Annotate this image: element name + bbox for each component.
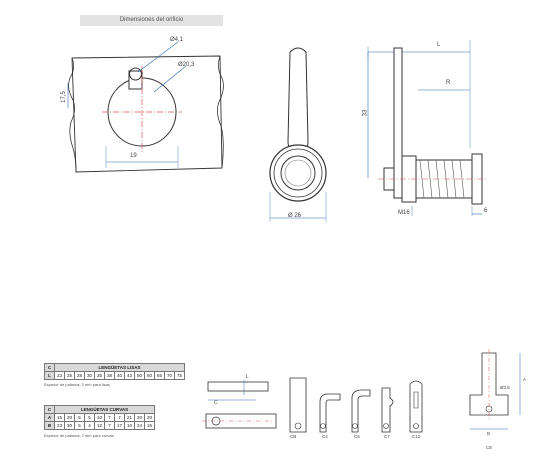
diameter-label: Ø 26 <box>288 213 302 219</box>
straight-lever-table: C LENGÜETAS LISAS L 23 25 28 30 35 38 40… <box>44 363 185 380</box>
curved-lever-table: C LENGÜETAS CURVAS A 15 20 5 5 10 7 7 21… <box>44 405 155 430</box>
curved-note: Espesor de palanca: 2 mm para curvas <box>44 433 114 438</box>
table-title: LENGÜETAS CURVAS <box>54 405 155 414</box>
table-row: B 23 30 5 4 12 7 17 10 24 16 <box>44 421 155 430</box>
cutout-drawing <box>67 41 224 173</box>
assembly-small <box>202 380 277 429</box>
table-code: C <box>44 363 55 372</box>
variant-c12 <box>409 380 423 433</box>
variant-cb <box>289 377 307 433</box>
lever-variants <box>289 377 423 433</box>
cylinder-outer <box>269 144 327 202</box>
hole-label: Ø3,5 <box>500 385 510 390</box>
variant-label: C7 <box>384 434 390 439</box>
lever-straight <box>207 381 269 392</box>
variant-c4 <box>319 393 341 433</box>
front-view <box>269 47 327 222</box>
variant-c6 <box>351 389 371 433</box>
break-line-left <box>68 57 77 173</box>
break-line-right <box>217 55 224 169</box>
width-label: 19 <box>130 153 137 159</box>
table-row: A 15 20 5 5 10 7 7 21 20 20 <box>44 413 155 422</box>
leader-small <box>137 41 179 73</box>
label-b: B <box>487 431 491 436</box>
label-l: L <box>246 374 249 380</box>
small-hole-label: Ø4,1 <box>170 37 184 43</box>
inner-label: R <box>446 80 451 86</box>
large-hole-label: Ø20,3 <box>178 62 195 68</box>
side-view <box>367 40 488 216</box>
length-label: L <box>437 42 441 48</box>
cylinder-inner <box>280 155 316 191</box>
width-label: 6 <box>484 208 488 214</box>
cutout-title: Dimensiones del orificio <box>80 15 223 26</box>
variant-label: C12 <box>412 434 421 439</box>
bracket-c8 <box>469 349 521 430</box>
variant-label: C4 <box>322 434 328 439</box>
label-c: C <box>214 400 218 406</box>
table-code: C <box>44 405 55 414</box>
variant-label: CB <box>290 434 297 439</box>
straight-note: Espesor de palanca: 2 mm para lisas <box>44 382 110 387</box>
lever-side <box>393 47 403 199</box>
leader-large <box>153 65 187 93</box>
small-hole <box>129 67 142 81</box>
table-row: L 23 25 28 30 35 38 40 43 50 60 65 70 75 <box>44 371 185 380</box>
height-label: 17,5 <box>60 91 67 103</box>
table-title: LENGÜETAS LISAS <box>54 363 185 372</box>
variant-label: C8 <box>486 445 492 450</box>
panel-outline <box>71 55 223 173</box>
variant-c7 <box>381 387 394 433</box>
thread-label: M16 <box>398 210 410 216</box>
label-a: A <box>523 377 527 382</box>
height-label: 33 <box>362 109 369 117</box>
lever-front <box>287 47 309 151</box>
variant-label: C6 <box>354 434 360 439</box>
